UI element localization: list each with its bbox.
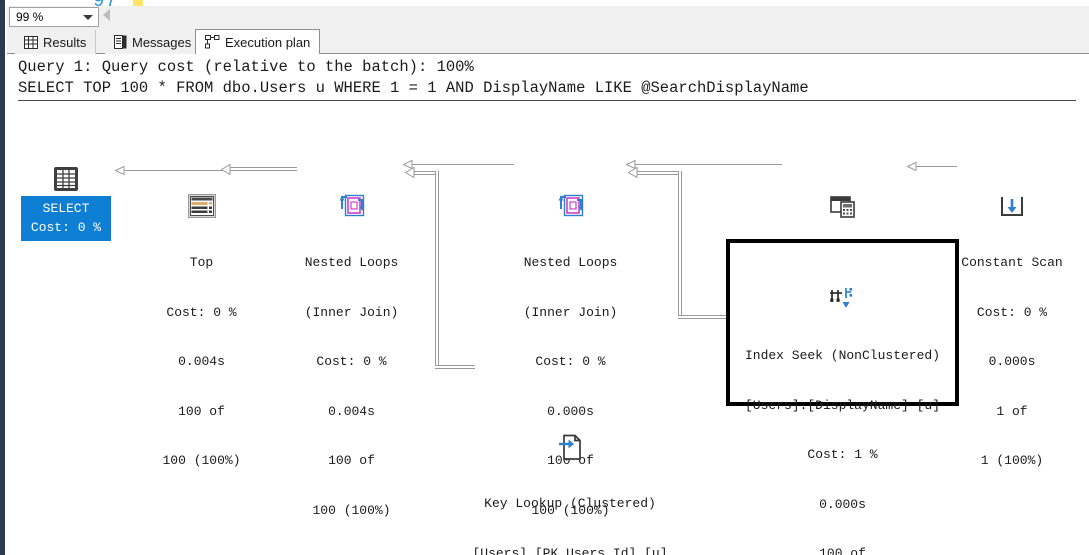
indexseek-line1: Index Seek (NonClustered): [744, 348, 941, 363]
indexseek-line2: [Users].[DisplayName] [u]: [744, 397, 941, 413]
grid-icon: [24, 35, 38, 49]
plan-node-nested-loops-1[interactable]: Nested Loops (Inner Join) Cost: 0 % 0.00…: [285, 158, 418, 552]
connector-top-to-select: [119, 170, 292, 171]
tab-results[interactable]: Results: [15, 30, 97, 54]
plan-node-constant-scan[interactable]: Constant Scan Cost: 0 % 0.000s 1 of 1 (1…: [942, 158, 1082, 503]
connector-constantscan-to-cs: [912, 166, 957, 167]
nl1-line1: Nested Loops: [304, 255, 399, 270]
connector-nl1-keylookup-top: [411, 171, 439, 175]
nl2-line4: 0.000s: [547, 403, 594, 419]
document-icon: [114, 35, 127, 49]
connector-indexseek-vertical: [678, 171, 682, 319]
arrowhead-nl2-upper: [626, 160, 636, 169]
constscan-line5: 1 (100%): [980, 453, 1044, 468]
top-icon: [135, 191, 268, 221]
nl2-line2: (Inner Join): [523, 304, 618, 320]
connector-nl2-indexseek-top: [634, 171, 682, 175]
nl2-line1: Nested Loops: [523, 255, 618, 270]
compute-scalar-icon: [769, 191, 919, 221]
tab-results-label: Results: [43, 34, 87, 50]
window-left-edge-gap: [5, 0, 7, 555]
top-node-line1: Top: [189, 255, 214, 270]
plan-node-key-lookup[interactable]: Key Lookup (Clustered) [Users].[PK_Users…: [455, 399, 685, 555]
zoom-level-combobox[interactable]: 99 %: [9, 7, 99, 27]
top-node-line3: 0.004s: [178, 354, 225, 369]
connector-nl2-to-nl1: [409, 164, 514, 165]
tab-execution-plan-label: Execution plan: [225, 34, 311, 50]
connector-keylookup-vertical: [435, 171, 439, 369]
nl1-line2: (Inner Join): [304, 304, 399, 320]
constscan-line3: 0.000s: [988, 354, 1036, 369]
nl1-line3: Cost: 0 %: [316, 354, 387, 369]
connector-cs-to-nl2: [632, 164, 782, 165]
arrowhead-to-select: [115, 166, 125, 175]
tab-execution-plan[interactable]: Execution plan: [195, 29, 321, 55]
keylookup-line2: [Users].[PK_Users_Id] [u]: [472, 545, 668, 555]
select-result-icon: [21, 164, 111, 194]
query-cost-line: Query 1: Query cost (relative to the bat…: [18, 58, 474, 76]
plan-node-index-seek[interactable]: Index Seek (NonClustered) [Users].[Displ…: [726, 239, 959, 555]
top-node-line5: 100 (100%): [162, 453, 241, 468]
execution-plan-canvas[interactable]: Query 1: Query cost (relative to the bat…: [7, 54, 1089, 555]
connector-indexseek-bottom: [678, 315, 730, 319]
indexseek-line3: Cost: 1 %: [807, 447, 878, 462]
arrowhead-nl1-upper: [403, 160, 413, 169]
chevron-down-icon[interactable]: [83, 15, 93, 20]
plan-toolbar: 99 %: [7, 6, 1089, 28]
key-lookup-icon: [455, 432, 685, 462]
constant-scan-icon: [942, 191, 1082, 221]
plan-sql-text: SELECT TOP 100 * FROM dbo.Users u WHERE …: [18, 79, 809, 97]
connector-keylookup-bottom: [435, 365, 475, 369]
nl1-line5: 100 of: [328, 453, 375, 468]
arrowhead-nl2-lower: [628, 167, 638, 178]
plan-header-text: Query 1: Query cost (relative to the bat…: [18, 57, 1078, 99]
top-node-line2: Cost: 0 %: [166, 304, 237, 320]
nl1-line4: 0.004s: [328, 403, 375, 419]
constscan-line2: Cost: 0 %: [976, 304, 1048, 320]
keylookup-line1: Key Lookup (Clustered): [484, 496, 656, 511]
constscan-line1: Constant Scan: [961, 255, 1063, 270]
tab-messages-label: Messages: [132, 34, 192, 50]
indexseek-line5: 100 of: [819, 546, 866, 555]
triangle-left-icon[interactable]: [103, 9, 110, 21]
arrowhead-to-top: [221, 164, 231, 175]
plan-node-top[interactable]: Top Cost: 0 % 0.004s 100 of 100 (100%): [135, 158, 268, 503]
editor-highlight-marker: [133, 0, 143, 8]
nested-loops-icon: [285, 191, 418, 221]
select-node-line1: SELECT: [42, 201, 90, 216]
nl1-line6: 100 (100%): [312, 502, 391, 518]
plan-tree-icon: [205, 35, 220, 49]
zoom-level-value: 99 %: [16, 10, 44, 24]
select-node-line2: Cost: 0 %: [30, 220, 102, 235]
constscan-line4: 1 of: [996, 403, 1028, 419]
tab-messages[interactable]: Messages: [105, 30, 202, 54]
nested-loops-icon: [504, 191, 637, 221]
results-pane-tabstrip: Results Messages Execution plan: [7, 28, 1089, 55]
plan-node-select[interactable]: SELECT Cost: 0 %: [21, 164, 111, 241]
arrowhead-nl1-lower: [405, 167, 415, 178]
nl2-line6: 100 (100%): [531, 502, 610, 518]
select-node-body[interactable]: SELECT Cost: 0 %: [21, 196, 111, 241]
connector-nl1-to-top: [227, 167, 297, 171]
window-left-edge-strip: [0, 0, 5, 555]
arrowhead-to-computescalar: [907, 162, 917, 171]
header-divider: [18, 100, 1076, 101]
top-node-line4: 100 of: [178, 403, 225, 419]
nl2-line3: Cost: 0 %: [535, 354, 606, 369]
indexseek-line4: 0.000s: [819, 496, 866, 512]
index-seek-icon: [740, 284, 945, 314]
plan-node-nested-loops-2[interactable]: Nested Loops (Inner Join) Cost: 0 % 0.00…: [504, 158, 637, 552]
